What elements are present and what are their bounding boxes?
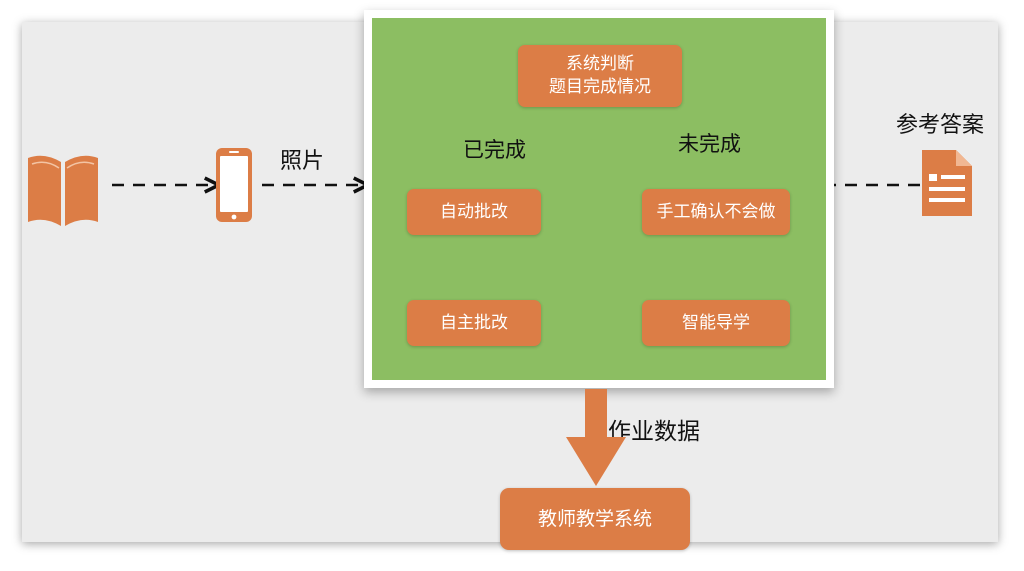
smart-guidance-node: 智能导学 — [642, 300, 790, 346]
manual-confirm-node: 手工确认不会做 — [642, 189, 790, 235]
judge-completion-node: 系统判断 题目完成情况 — [518, 45, 682, 107]
not-completed-label: 未完成 — [678, 132, 741, 156]
teacher-system-node: 教师教学系统 — [500, 488, 690, 550]
phone-icon — [216, 148, 252, 222]
completed-label: 已完成 — [463, 138, 526, 162]
reference-answer-label: 参考答案 — [896, 113, 985, 138]
document-icon — [922, 150, 972, 216]
down-arrow-icon — [566, 389, 626, 486]
book-icon — [28, 155, 98, 226]
photo-label: 照片 — [280, 149, 325, 174]
auto-grading-node: 自动批改 — [407, 189, 541, 235]
self-grading-node: 自主批改 — [407, 300, 541, 346]
